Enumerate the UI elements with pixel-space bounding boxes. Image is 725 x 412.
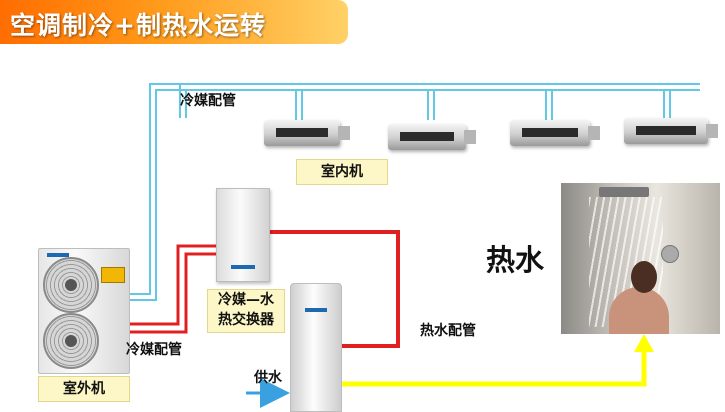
title-bar [0,0,348,44]
ducted-indoor-unit-icon [264,120,350,146]
hot-water-pipe-label: 热水配管 [420,323,476,339]
water-supply-label: 供水 [254,370,282,386]
heat-exchanger-icon [216,188,270,282]
ducted-indoor-unit-icon [624,118,718,144]
hot-water-outlet-pipe [340,350,647,387]
refrigerant-pipe-label-top: 冷媒配管 [180,93,236,109]
outdoor-unit-label: 室外机 [38,376,130,402]
outdoor-unit-icon [38,248,130,374]
refrigerant-pipe-label-bottom: 冷媒配管 [126,342,182,358]
refrigerant-to-hx-pipe [128,244,216,334]
indoor-unit-label: 室内机 [296,159,388,185]
hot-water-loop [268,230,400,348]
hot-water-label: 热水 [486,243,545,277]
refrigerant-pipe [128,83,700,301]
heat-exchanger-label: 冷媒—水 热交换器 [207,289,285,333]
heat-exchanger-label-line2: 热交换器 [218,312,274,328]
water-tank-icon [290,283,342,412]
page-title: 空调制冷+制热水运转 [10,11,266,40]
hot-water-outlet-arrowhead [634,334,654,352]
heat-exchanger-label-line1: 冷媒—水 [218,292,274,308]
shower-photo [561,183,720,334]
ducted-indoor-unit-icon [388,124,476,150]
ducted-indoor-unit-icon [510,120,600,146]
